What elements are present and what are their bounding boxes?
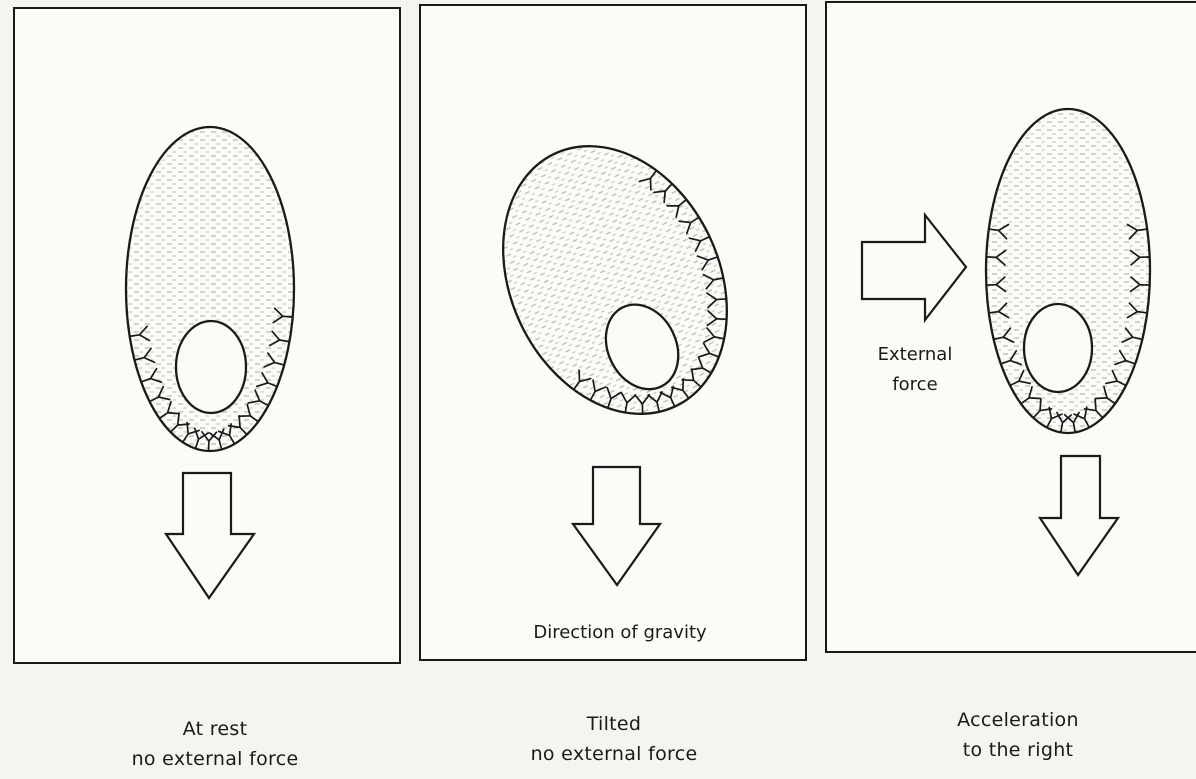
force-label-line2: force [855,370,975,400]
caption-line1: Acceleration [898,705,1138,735]
caption-tilted: Tilted no external force [494,709,734,769]
caption-line2: no external force [494,739,734,769]
caption-line2: to the right [898,735,1138,765]
force-label-line1: External [855,340,975,370]
caption-line2: no external force [95,744,335,774]
cell [986,109,1150,433]
external-force-label: External force [855,340,975,400]
nucleus [1024,304,1092,392]
inner-label-text: Direction of gravity [500,618,740,648]
caption-acceleration: Acceleration to the right [898,705,1138,765]
caption-line1: At rest [95,714,335,744]
direction-of-gravity-label: Direction of gravity [500,618,740,648]
nucleus [176,321,246,413]
caption-line1: Tilted [494,709,734,739]
panel-acceleration [826,2,1196,652]
caption-at-rest: At rest no external force [95,714,335,774]
cell [126,127,294,451]
